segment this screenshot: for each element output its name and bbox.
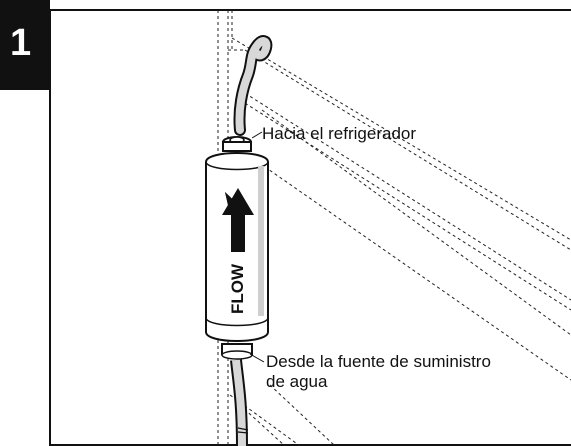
label-to-refrigerator: Hacia el refrigerador [262,124,417,143]
illustration-frame [49,9,571,446]
step-badge: 1 [0,0,50,90]
hose-lower [230,359,249,446]
hose-upper [233,35,273,136]
label-from-supply-line1: Desde la fuente de suministro [266,352,491,371]
callout-leaders [249,131,265,363]
step-number: 1 [10,22,32,64]
flow-label: FLOW [228,263,247,314]
flow-arrow-icon [222,188,254,252]
label-from-supply-line2: de agua [266,372,328,391]
